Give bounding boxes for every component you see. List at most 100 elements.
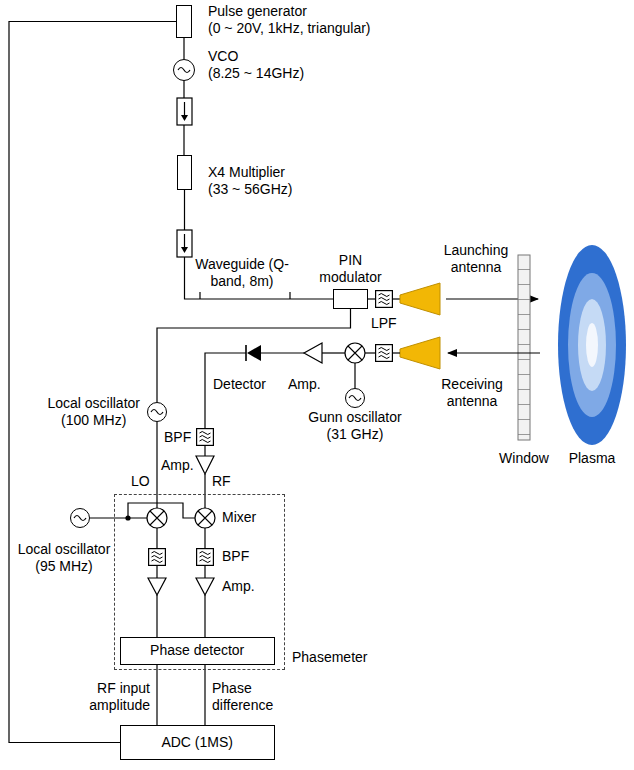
wire <box>322 352 345 353</box>
signal-label: RF input amplitude <box>58 680 150 714</box>
wire <box>156 422 157 508</box>
phase-detector: Phase detector <box>120 637 275 665</box>
amplifier-label: Amp. <box>161 457 194 474</box>
band-pass-filter <box>149 549 166 566</box>
node-text: PIN modulator <box>313 252 389 286</box>
node-text: (100 MHz) <box>47 412 140 429</box>
phasemeter-group: PhasemeterPhase detector <box>114 494 285 670</box>
frequency-multiplier: X4 Multiplier(33 ~ 56GHz) <box>177 155 192 190</box>
node-label: Local oscillator(100 MHz) <box>47 395 140 429</box>
amplifier-symbol <box>196 578 214 595</box>
window-label: Window <box>494 450 554 467</box>
node-text: Phasemeter <box>292 649 367 666</box>
isolator-arrow-head <box>181 247 188 253</box>
horn-antenna <box>400 283 440 315</box>
node-text: Local oscillator <box>4 541 124 558</box>
oscillator-symbol <box>151 410 163 415</box>
wire <box>393 352 400 353</box>
wire <box>393 298 400 299</box>
node-text: (33 ~ 56GHz) <box>208 181 292 198</box>
window <box>518 255 530 440</box>
wire <box>156 566 157 578</box>
amplifier-label: Amp. <box>222 578 255 595</box>
node-text: Local oscillator <box>47 395 140 412</box>
amplifier-label: Amp. <box>288 376 321 393</box>
wire <box>156 595 157 637</box>
wire <box>90 517 147 518</box>
mixer-cross <box>150 511 164 525</box>
node-text: Pulse generator <box>208 3 371 20</box>
wire <box>365 352 375 353</box>
horn-antenna <box>400 337 440 369</box>
oscillator-symbol <box>349 396 361 401</box>
node-text: (0 ~ 20V, 1kHz, triangular) <box>208 20 371 37</box>
low-pass-filter <box>376 345 393 362</box>
node-label: ADC (1MS) <box>121 734 273 751</box>
signal-wire <box>156 665 157 725</box>
amplifier-symbol <box>304 343 322 363</box>
low-pass-filter <box>376 291 393 308</box>
node-label: Local oscillator(95 MHz) <box>4 541 124 575</box>
mixer-label: Mixer <box>222 509 256 526</box>
wire <box>368 298 375 299</box>
amplifier-symbol <box>148 578 166 595</box>
plasma-middle <box>568 273 616 417</box>
mixer-cross <box>348 346 362 360</box>
filter-label: BPF <box>164 429 191 446</box>
port-label: RF <box>212 473 231 490</box>
node-label: Phasemeter <box>292 649 367 666</box>
mixer-symbol <box>147 508 167 528</box>
node-text: (31 GHz) <box>290 426 420 443</box>
antenna-label: Receiving antenna <box>430 376 514 410</box>
isolator-arrow <box>184 234 185 249</box>
node-text: Phase detector <box>121 642 273 659</box>
plasma-outer <box>558 245 626 445</box>
detector-label: Detector <box>213 376 266 393</box>
node-label: PIN modulator <box>313 252 389 286</box>
node-text: (8.25 ~ 14GHz) <box>208 65 304 82</box>
node-label: Gunn oscillator(31 GHz) <box>290 409 420 443</box>
waveguide-mark <box>289 292 290 299</box>
signal-wire <box>185 190 334 299</box>
signal-wire <box>157 309 351 402</box>
node-label: Phase detector <box>121 642 273 659</box>
wire <box>204 446 205 456</box>
wire <box>204 474 205 508</box>
gunn-oscillator: Gunn oscillator(31 GHz) <box>345 388 365 408</box>
wave-arrow <box>448 352 540 353</box>
local-oscillator: Local oscillator(95 MHz) <box>70 508 90 528</box>
local-oscillator: Local oscillator(100 MHz) <box>147 402 167 422</box>
oscillator-symbol <box>74 516 86 521</box>
signal-wire <box>183 38 184 59</box>
oscillator-symbol <box>178 68 190 73</box>
node-text: (95 MHz) <box>4 558 124 575</box>
wire <box>261 352 304 353</box>
isolator-arrow <box>184 102 185 117</box>
waveguide-mark <box>199 292 200 299</box>
plasma-inner <box>578 299 606 391</box>
port-label: LO <box>131 473 150 490</box>
isolator-box <box>177 98 192 125</box>
node-text: X4 Multiplier <box>208 164 292 181</box>
adc-box: ADC (1MS) <box>120 725 275 760</box>
wire <box>354 363 355 388</box>
isolator-arrow-head <box>181 115 188 121</box>
mixer-cross <box>198 511 212 525</box>
mixer-symbol <box>345 343 365 363</box>
node-text: VCO <box>208 48 304 65</box>
signal-wire <box>9 22 176 743</box>
plasma-core <box>586 323 598 367</box>
wire <box>156 528 157 548</box>
waveguide-label: Waveguide (Q-band, 8m) <box>192 256 292 290</box>
band-pass-filter <box>197 429 214 446</box>
diode-symbol <box>247 345 261 361</box>
wire <box>204 528 205 548</box>
band-pass-filter <box>197 549 214 566</box>
isolator-box <box>177 230 192 257</box>
wire <box>204 595 205 637</box>
node-label: VCO(8.25 ~ 14GHz) <box>208 48 304 82</box>
wire <box>204 566 205 578</box>
pulse-generator: Pulse generator(0 ~ 20V, 1kHz, triangula… <box>176 5 192 38</box>
node-text: Gunn oscillator <box>290 409 420 426</box>
